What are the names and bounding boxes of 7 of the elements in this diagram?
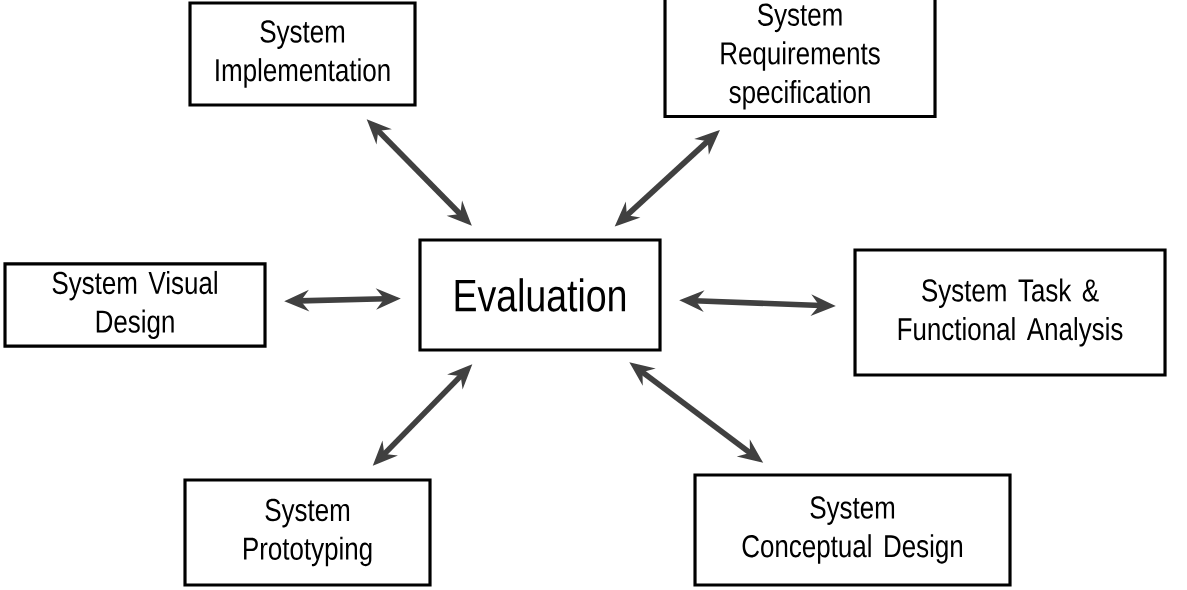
process-box: System Visual Design (3, 262, 267, 348)
process-box: System Conceptual Design (693, 473, 1012, 587)
evaluation-box: Evaluation (418, 238, 662, 352)
process-box: System Requirements specification (663, 0, 937, 119)
process-box: System Task & Functional Analysis (853, 248, 1167, 377)
process-box: System Prototyping (183, 478, 432, 587)
process-box: System Implementation (188, 1, 417, 107)
